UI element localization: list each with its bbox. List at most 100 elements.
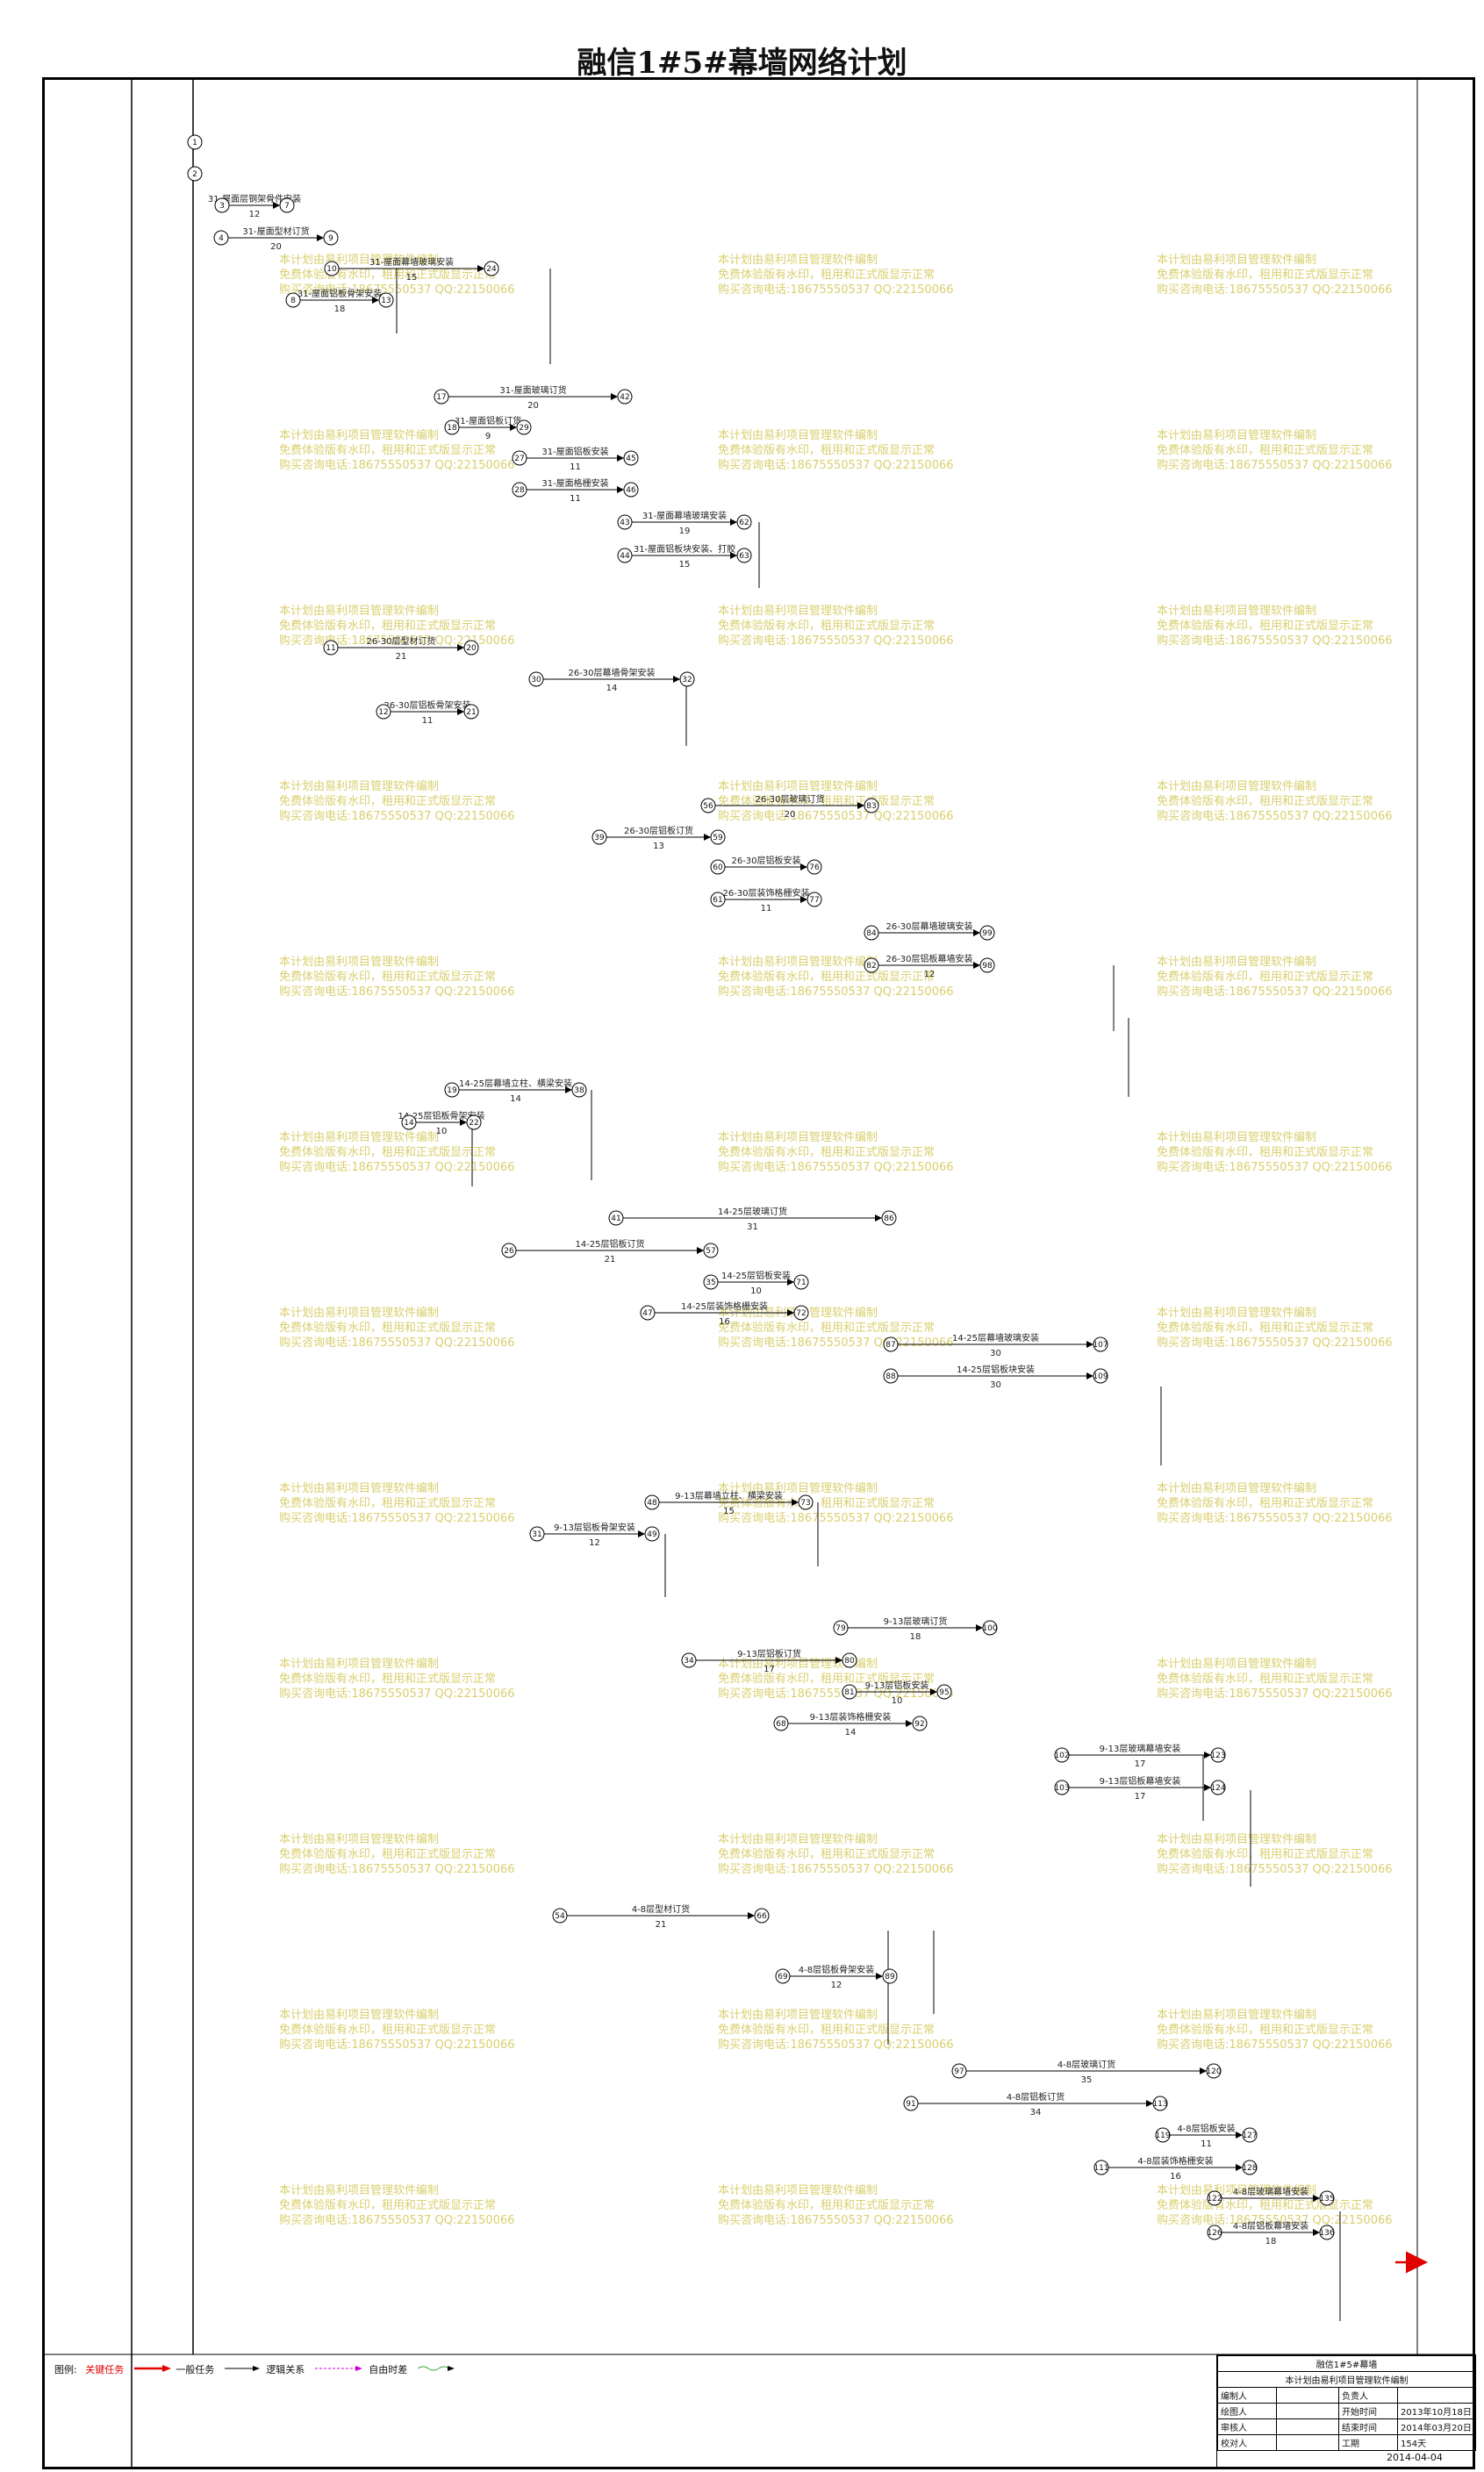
event-node: 30	[528, 671, 544, 687]
task-name: 31-屋面格栅安装	[541, 477, 608, 489]
event-node: 7	[279, 197, 295, 213]
task-duration: 15	[723, 1507, 735, 1516]
chart-title: 融信1#5#幕墙网络计划	[577, 46, 907, 81]
task-duration: 20	[270, 242, 282, 252]
software-note: 本计划由易利项目管理软件编制	[1217, 2371, 1476, 2388]
watermark-text: 本计划由易利项目管理软件编制免费体验版有水印，租用和正式版显示正常购买咨询电话:…	[279, 1481, 515, 1526]
watermark-text: 本计划由易利项目管理软件编制免费体验版有水印，租用和正式版显示正常购买咨询电话:…	[279, 1306, 515, 1351]
task-duration: 10	[892, 1696, 903, 1706]
watermark-text: 本计划由易利项目管理软件编制免费体验版有水印，租用和正式版显示正常购买咨询电话:…	[1157, 428, 1393, 473]
node-number: 48	[647, 1499, 657, 1508]
watermark-line: 免费体验版有水印，租用和正式版显示正常	[1157, 444, 1374, 457]
node-number: 22	[469, 1119, 478, 1128]
watermark-line: 本计划由易利项目管理软件编制	[718, 605, 878, 618]
task-duration: 10	[750, 1286, 762, 1296]
watermark-line: 本计划由易利项目管理软件编制	[1157, 780, 1317, 793]
watermark-line: 购买咨询电话:18675550537 QQ:22150066	[1157, 1863, 1393, 1876]
watermark-line: 购买咨询电话:18675550537 QQ:22150066	[1157, 283, 1393, 297]
event-node: 103	[1054, 1780, 1070, 1795]
legend-label: 图例:	[54, 2364, 77, 2375]
node-number: 80	[844, 1657, 855, 1666]
event-node: 102	[1054, 1747, 1070, 1763]
event-node: 73	[798, 1494, 814, 1510]
node-number: 45	[626, 455, 635, 463]
task-duration: 11	[422, 716, 434, 726]
node-number: 136	[1319, 2229, 1334, 2238]
watermark-line: 本计划由易利项目管理软件编制	[1157, 2184, 1317, 2197]
event-node: 56	[700, 798, 716, 813]
watermark-line: 免费体验版有水印，租用和正式版显示正常	[718, 2199, 936, 2212]
node-number: 38	[574, 1086, 584, 1095]
event-node: 35	[703, 1274, 719, 1290]
row-label: 编制人	[1217, 2387, 1277, 2404]
legend-critical-label: 关键任务	[85, 2364, 125, 2375]
event-node: 66	[754, 1908, 770, 1924]
watermark-line: 免费体验版有水印，租用和正式版显示正常	[718, 620, 936, 633]
node-number: 29	[519, 424, 529, 433]
task-name: 14-25层铝板块安装	[957, 1364, 1035, 1375]
event-node: 79	[833, 1620, 849, 1636]
node-number: 62	[739, 519, 749, 527]
event-node: 10	[324, 261, 340, 276]
node-number: 81	[844, 1688, 854, 1697]
watermark-text: 本计划由易利项目管理软件编制免费体验版有水印，租用和正式版显示正常购买咨询电话:…	[718, 1832, 954, 1877]
watermark-line: 购买咨询电话:18675550537 QQ:22150066	[279, 1161, 515, 1174]
event-node: 26	[501, 1243, 517, 1258]
node-number: 127	[1242, 2132, 1257, 2140]
watermark-line: 购买咨询电话:18675550537 QQ:22150066	[1157, 2039, 1393, 2052]
task-name: 26-30层幕墙玻璃安装	[885, 921, 972, 932]
event-node: 99	[979, 925, 995, 941]
event-node: 20	[463, 640, 479, 656]
watermark-line: 购买咨询电话:18675550537 QQ:22150066	[279, 2039, 515, 2052]
node-number: 119	[1155, 2132, 1170, 2140]
node-number: 86	[884, 1215, 894, 1223]
node-number: 10	[326, 265, 337, 274]
watermark-line: 购买咨询电话:18675550537 QQ:22150066	[718, 985, 954, 999]
watermark-line: 购买咨询电话:18675550537 QQ:22150066	[718, 2039, 954, 2052]
task-name: 31-屋面幕墙玻璃安装	[642, 510, 727, 521]
event-node: 41	[608, 1210, 624, 1226]
event-node: 18	[444, 419, 460, 435]
task-name: 14-25层铝板骨架安装	[398, 1110, 484, 1121]
watermark-line: 购买咨询电话:18675550537 QQ:22150066	[1157, 1512, 1393, 1525]
event-node: 34	[681, 1652, 697, 1668]
node-number: 92	[914, 1720, 924, 1729]
task-arrow: 26-30层铝板安装	[725, 855, 807, 871]
task-duration: 18	[910, 1632, 921, 1642]
task-name: 31-屋面铝板块安装、打胶	[634, 543, 735, 555]
node-number: 97	[954, 2067, 964, 2076]
node-number: 14	[404, 1119, 414, 1128]
event-node: 21	[463, 704, 479, 720]
event-node: 17	[434, 389, 449, 405]
watermark-line: 本计划由易利项目管理软件编制	[718, 1482, 878, 1495]
watermark-line: 购买咨询电话:18675550537 QQ:22150066	[279, 1512, 515, 1525]
event-node: 136	[1319, 2225, 1335, 2240]
event-node: 127	[1242, 2127, 1258, 2143]
task-duration: 21	[656, 1920, 667, 1930]
node-number: 32	[682, 676, 692, 684]
task-duration: 14	[606, 684, 618, 693]
node-number: 68	[776, 1720, 786, 1729]
task-arrow: 4-8层玻璃幕墙安装	[1222, 2186, 1320, 2202]
watermark-line: 购买咨询电话:18675550537 QQ:22150066	[1157, 634, 1393, 648]
watermark-line: 购买咨询电话:18675550537 QQ:22150066	[718, 1863, 954, 1876]
watermark-text: 本计划由易利项目管理软件编制免费体验版有水印，租用和正式版显示正常购买咨询电话:…	[1157, 253, 1393, 297]
row-value	[1276, 2434, 1339, 2451]
watermark-text: 本计划由易利项目管理软件编制免费体验版有水印，租用和正式版显示正常购买咨询电话:…	[1157, 779, 1393, 824]
watermark-text: 本计划由易利项目管理软件编制免费体验版有水印，租用和正式版显示正常购买咨询电话:…	[718, 779, 954, 824]
watermark-line: 免费体验版有水印，租用和正式版显示正常	[718, 1322, 936, 1335]
node-number: 60	[713, 863, 723, 872]
start-date: 2013年10月18日	[1397, 2403, 1476, 2419]
task-name: 14-25层装饰格栅安装	[681, 1300, 768, 1312]
watermark-text: 本计划由易利项目管理软件编制免费体验版有水印，租用和正式版显示正常购买咨询电话:…	[279, 2008, 515, 2053]
watermark-line: 免费体验版有水印，租用和正式版显示正常	[1157, 1673, 1374, 1686]
node-number: 28	[514, 486, 525, 495]
